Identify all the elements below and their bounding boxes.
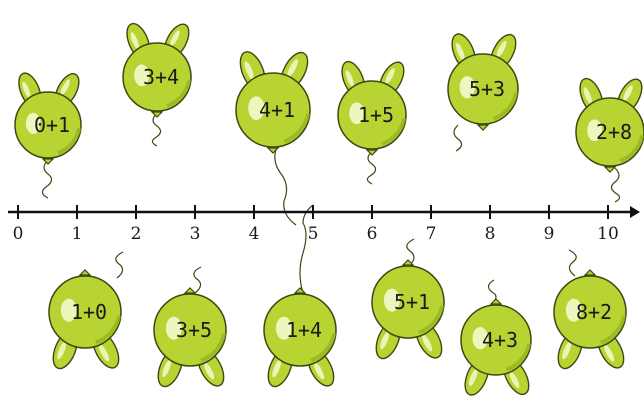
number-line xyxy=(8,206,640,218)
tick-label: 5 xyxy=(308,224,319,244)
balloon-label: 1+5 xyxy=(358,103,394,127)
balloon-string-icon xyxy=(193,266,202,294)
bunny-ear-balloon-icon xyxy=(235,51,311,154)
tick-label: 9 xyxy=(544,224,555,244)
bunny-ear-balloon-icon xyxy=(48,269,122,370)
balloon-string-icon xyxy=(406,238,415,266)
balloon-label: 3+5 xyxy=(176,318,212,342)
tick-label: 1 xyxy=(72,224,83,244)
tick-label: 7 xyxy=(426,224,437,244)
balloon: 3+4 xyxy=(122,22,192,118)
tick-label: 4 xyxy=(249,224,260,244)
tick-label: 10 xyxy=(597,224,619,244)
balloon-string-icon xyxy=(453,124,463,152)
bunny-ear-balloon-icon xyxy=(337,60,407,156)
balloon-string-icon xyxy=(151,112,162,147)
balloon-label: 2+8 xyxy=(596,120,632,144)
bunny-ear-balloon-icon xyxy=(263,287,337,388)
balloon-label: 1+0 xyxy=(71,300,107,324)
balloon: 5+3 xyxy=(447,33,519,131)
bunny-ear-balloon-icon xyxy=(447,33,519,131)
balloon: 0+1 xyxy=(14,72,82,165)
bunny-ear-balloon-icon xyxy=(14,72,82,165)
bunny-ear-balloon-icon xyxy=(371,259,445,360)
balloon-string-icon xyxy=(610,167,621,203)
balloon-string-icon xyxy=(366,150,377,185)
balloon-label: 4+3 xyxy=(482,328,518,352)
top-balloon-row: 0+1 3+4 4+1 1+5 5+3 2+8 xyxy=(14,22,644,173)
balloon: 3+5 xyxy=(153,287,227,388)
balloon-label: 5+3 xyxy=(469,77,505,101)
balloon-label: 1+4 xyxy=(286,318,322,342)
tick-label: 0 xyxy=(13,224,24,244)
balloon: 2+8 xyxy=(575,77,644,173)
tick-label: 2 xyxy=(131,224,142,244)
bunny-ear-balloon-icon xyxy=(460,298,532,396)
balloon: 8+2 xyxy=(553,269,627,370)
number-line-arrow-right xyxy=(630,206,640,218)
balloon: 1+5 xyxy=(337,60,407,156)
balloon-label: 4+1 xyxy=(259,98,295,122)
balloon-string-icon xyxy=(41,159,53,199)
balloon-label: 3+4 xyxy=(143,65,179,89)
balloon-string-icon xyxy=(299,204,314,294)
balloon: 1+4 xyxy=(263,287,337,388)
bunny-ear-balloon-icon xyxy=(122,22,192,118)
balloon: 1+0 xyxy=(48,269,122,370)
balloon: 4+1 xyxy=(235,51,311,154)
balloon-strings xyxy=(41,112,621,305)
balloon: 4+3 xyxy=(460,298,532,396)
tick-label: 3 xyxy=(190,224,201,244)
tick-label: 6 xyxy=(367,224,378,244)
bunny-ear-balloon-icon xyxy=(553,269,627,370)
balloon-label: 0+1 xyxy=(34,113,70,137)
bunny-ear-balloon-icon xyxy=(153,287,227,388)
balloon-string-icon xyxy=(115,251,124,279)
balloon-string-icon xyxy=(568,249,577,277)
balloon-label: 5+1 xyxy=(394,290,430,314)
bottom-balloon-row: 1+0 3+5 1+4 5+1 4+3 8+2 xyxy=(48,259,627,396)
balloon-string-icon xyxy=(274,148,297,226)
balloon-label: 8+2 xyxy=(576,300,612,324)
number-line-ticks: 0 1 2 3 4 5 6 7 8 9 10 xyxy=(13,205,619,244)
tick-label: 8 xyxy=(485,224,496,244)
bunny-ear-balloon-icon xyxy=(575,77,644,173)
balloon: 5+1 xyxy=(371,259,445,360)
